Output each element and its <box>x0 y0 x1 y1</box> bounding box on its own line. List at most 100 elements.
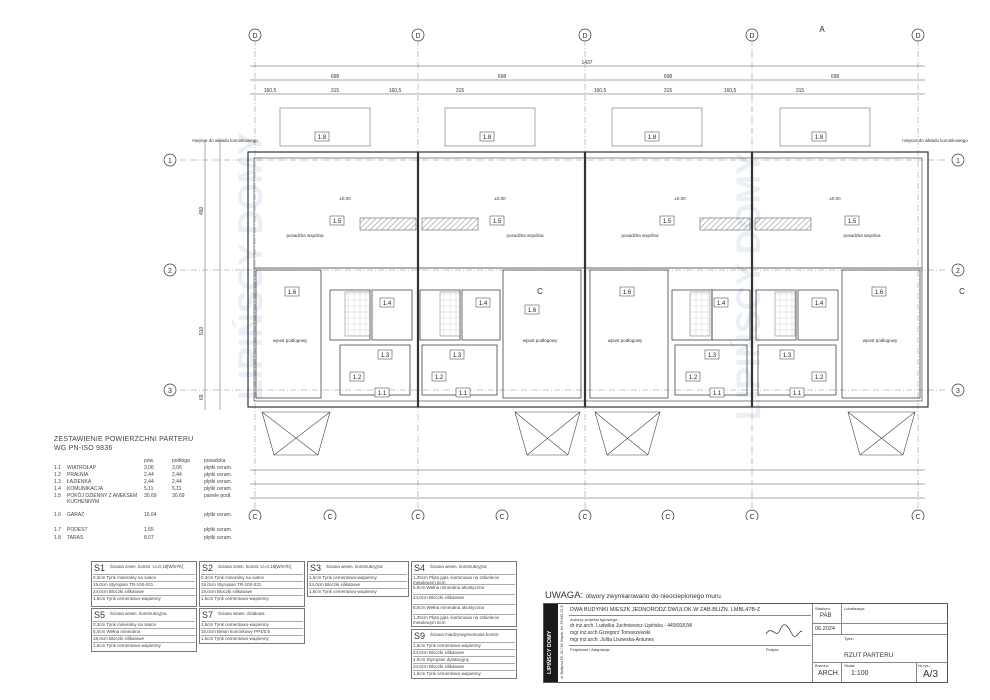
svg-text:1.4: 1.4 <box>717 301 726 307</box>
note: UWAGA: otwory zwymiarowano do nieocieplo… <box>545 590 723 601</box>
brand-name: LIPIŃSCY DOMY <box>547 630 553 674</box>
svg-text:1.4: 1.4 <box>815 301 824 307</box>
room-tag: 1.3 <box>779 349 795 360</box>
section-marks: A A C C <box>537 25 965 296</box>
svg-text:1.2: 1.2 <box>353 375 362 381</box>
svg-text:D: D <box>915 33 920 40</box>
svg-text:C: C <box>749 514 754 520</box>
svg-text:1.3: 1.3 <box>783 353 792 359</box>
room-tag: 1.1 <box>709 387 725 398</box>
svg-text:1.8: 1.8 <box>648 135 657 141</box>
floor-label-3: posadzka wspólna <box>621 233 659 238</box>
stage-value: PAB <box>820 613 832 619</box>
dim-sub-2: 315 <box>331 88 340 94</box>
axis-marker-bottom-1: C <box>248 509 262 520</box>
floor-label-2: posadzka wspólna <box>506 233 544 238</box>
room-tag: 1.4 <box>713 297 729 308</box>
dim-sub-5: 160,5 <box>594 88 607 94</box>
wall-code: S3 <box>310 563 322 573</box>
wall-legend-s1: S1 Ściana zewn. konstr. U=0,18[W/m²K] 0,… <box>91 561 197 607</box>
svg-text:C: C <box>915 514 920 520</box>
svg-text:1.3: 1.3 <box>381 353 390 359</box>
room-tag: 1.1 <box>455 387 471 398</box>
area-table-subtitle: WG PN-ISO 9836 <box>54 445 113 452</box>
area-table: ZESTAWIENIE POWIERZCHNI PARTERU WG PN-IS… <box>54 436 233 541</box>
wall-legend-s9: S9 Ściana międzysegmentowa konstr. 1,5cm… <box>411 629 517 679</box>
svg-text:D: D <box>582 33 587 40</box>
wall-code: S9 <box>414 631 426 641</box>
svg-text:1: 1 <box>956 158 960 165</box>
floor-label-4: posadzka wspólna <box>843 233 881 238</box>
svg-text:D: D <box>252 33 257 40</box>
room-tag: 1.2 <box>349 371 365 382</box>
sign-label: Podpis: <box>766 647 780 652</box>
brand-strip: LIPIŃSCY DOMY <box>544 604 558 682</box>
wall-legend-s2: S2 Ściana zewn. konstr. U=0,18[W/m²K] 0,… <box>199 561 305 607</box>
note-bold: UWAGA: <box>545 590 584 601</box>
svg-text:1.6: 1.6 <box>528 308 537 314</box>
room-tag: 1.2 <box>685 371 701 382</box>
project-title: DWA BUDYNKI MIESZK.JEDNORODZ.DWULOK.W ZA… <box>570 607 761 613</box>
room-tag: 1.4 <box>475 297 491 308</box>
svg-text:D: D <box>415 33 420 40</box>
svg-text:C: C <box>415 514 420 520</box>
porches <box>261 411 916 456</box>
signature <box>764 622 804 640</box>
level-label-4: ±0,00 <box>829 196 841 201</box>
left-dimensions: 450 510 69 <box>199 140 221 410</box>
terrace-2 <box>444 107 536 147</box>
author-2: mgr inż.arch.Grzegorz Tomaszewski <box>570 630 651 636</box>
svg-text:1.4: 1.4 <box>383 301 392 307</box>
adapt-label: Projektant / Adaptacja: <box>570 647 611 652</box>
room-tag: 1.8 <box>644 131 660 142</box>
axis-marker-right-2: 2 <box>951 263 965 277</box>
axis-marker-left-3: 3 <box>163 383 177 397</box>
header-pow: pow. <box>144 458 155 464</box>
section-mark-c-left: C <box>537 287 543 296</box>
svg-text:1.8: 1.8 <box>815 135 824 141</box>
annotation-fireplace-2: miejsce do wkładu kominkowego <box>902 138 968 143</box>
sheet-no: A/3 <box>923 669 939 680</box>
room-tag: 1.3 <box>377 349 393 360</box>
svg-text:1.1: 1.1 <box>459 391 468 397</box>
axis-marker-top-5: D <box>911 28 925 42</box>
axis-marker-bottom-4: C <box>495 509 509 520</box>
room-tag: 1.4 <box>379 297 395 308</box>
axis-marker-bottom-5: C <box>578 509 592 520</box>
svg-text:1.1: 1.1 <box>713 391 722 397</box>
svg-text:1.5: 1.5 <box>848 219 857 225</box>
level-label-1: ±0,00 <box>339 196 351 201</box>
svg-text:1.8: 1.8 <box>483 135 492 141</box>
svg-text:3: 3 <box>168 388 172 395</box>
svg-text:1.5: 1.5 <box>333 219 342 225</box>
top-axis-markers: D D D D D <box>248 28 925 42</box>
room-tag: 1.3 <box>449 349 465 360</box>
sheet-no-label: Nr rys.: <box>918 663 931 668</box>
room-tags: 1.8 1.8 1.8 1.8 1.5 1.5 1.5 1.5 1.6 1.6 … <box>284 131 887 398</box>
terrace-3 <box>611 107 703 147</box>
wall-legend-s5: S5 Ściana wewn. konstrukcyjna 0,3cm Tynk… <box>91 608 197 652</box>
annotation-drain-4: wpust podłogowy <box>863 338 898 343</box>
room-tag: 1.6 <box>619 286 635 297</box>
brand-address: ul. Bałtycka 65, 34-700 Słupsk, tel. 59 … <box>560 605 564 679</box>
dim-left-2: 510 <box>199 326 205 335</box>
svg-text:3: 3 <box>956 388 960 395</box>
wall-header: Ściana wewn. konstrukcyjna <box>110 611 167 616</box>
room-tag: 1.2 <box>431 371 447 382</box>
interior-walls <box>255 269 921 399</box>
svg-text:D: D <box>749 33 754 40</box>
branch-value: ARCH. <box>818 670 840 677</box>
axis-lines <box>180 40 945 520</box>
note-text: otwory zwymiarowano do nieocieplonego mu… <box>585 593 723 600</box>
outer-wall <box>247 151 929 408</box>
svg-text:1: 1 <box>168 158 172 165</box>
side-axis-markers: 1 2 3 1 2 3 <box>163 153 965 397</box>
axis-marker-top-4: D <box>745 28 759 42</box>
room-tag: 1.8 <box>479 131 495 142</box>
wall-code: S2 <box>202 563 214 573</box>
room-tag: 1.6 <box>524 304 540 315</box>
wall-legend-s4: S4 Ściana wewn. konstrukcyjna 1,25cm Pły… <box>411 561 517 627</box>
annotation-drain-2: wpust podłogowy <box>523 338 558 343</box>
svg-text:1.8: 1.8 <box>318 135 327 141</box>
svg-text:1.2: 1.2 <box>815 375 824 381</box>
